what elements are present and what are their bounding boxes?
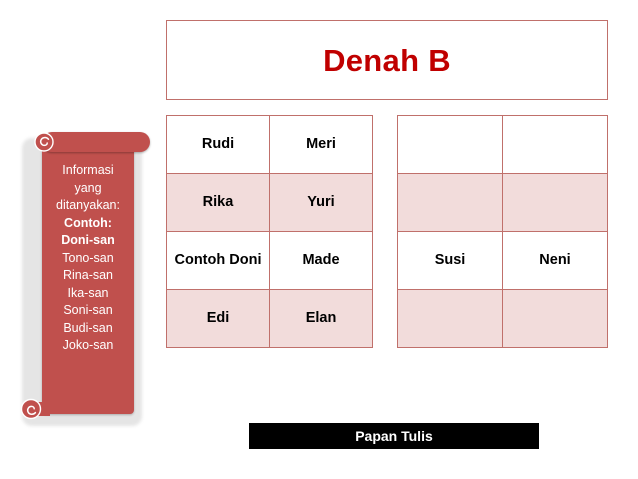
seat-cell[interactable]: Elan xyxy=(269,289,373,348)
scroll-line: Contoh: xyxy=(64,215,112,230)
seat-cell[interactable]: Meri xyxy=(269,115,373,174)
title-box: Denah B xyxy=(166,20,608,100)
seat-cell[interactable] xyxy=(397,173,503,232)
scroll-text-block: Informasi yang ditanyakan: Contoh: Doni-… xyxy=(42,162,134,355)
scroll-body xyxy=(42,138,134,414)
info-scroll-banner: Informasi yang ditanyakan: Contoh: Doni-… xyxy=(16,130,150,426)
scroll-line: Tono-san xyxy=(62,250,114,265)
seat-cell[interactable]: Made xyxy=(269,231,373,290)
table-row: Rika Yuri xyxy=(166,173,373,232)
scroll-line: yang xyxy=(74,180,102,195)
scroll-top-roll xyxy=(42,132,150,152)
page-title: Denah B xyxy=(323,42,451,78)
seat-cell[interactable]: Susi xyxy=(397,231,503,290)
scroll-line: Joko-san xyxy=(62,338,114,352)
table-row: Contoh Doni Made xyxy=(166,231,373,290)
scroll-line: ditanyakan: xyxy=(56,198,120,212)
table-row xyxy=(397,115,608,174)
table-row: Edi Elan xyxy=(166,289,373,348)
table-row xyxy=(397,289,608,348)
scroll-line: Informasi xyxy=(62,163,114,177)
seat-table-left: Rudi Meri Rika Yuri Contoh Doni Made Edi… xyxy=(166,115,373,348)
scroll-line: Soni-san xyxy=(63,303,113,317)
scroll-curl-top-icon xyxy=(34,132,54,152)
blackboard-label: Papan Tulis xyxy=(355,428,433,444)
seat-cell[interactable]: Neni xyxy=(502,231,608,290)
seat-cell[interactable]: Yuri xyxy=(269,173,373,232)
seat-cell[interactable] xyxy=(502,289,608,348)
scroll-curl-bottom-icon xyxy=(20,398,42,420)
seat-cell[interactable]: Rika xyxy=(166,173,270,232)
seat-cell[interactable]: Rudi xyxy=(166,115,270,174)
seat-cell[interactable]: Edi xyxy=(166,289,270,348)
seat-cell-contoh[interactable]: Contoh Doni xyxy=(166,231,270,290)
table-row xyxy=(397,173,608,232)
seat-table-right: Susi Neni xyxy=(397,115,608,348)
seat-cell[interactable] xyxy=(397,289,503,348)
table-row: Susi Neni xyxy=(397,231,608,290)
seat-cell[interactable] xyxy=(502,115,608,174)
blackboard-bar: Papan Tulis xyxy=(249,423,539,449)
scroll-line: Doni-san xyxy=(61,233,115,247)
seat-cell[interactable] xyxy=(397,115,503,174)
seat-cell[interactable] xyxy=(502,173,608,232)
table-row: Rudi Meri xyxy=(166,115,373,174)
scroll-line: Budi-san xyxy=(63,320,113,335)
scroll-line: Ika-san xyxy=(67,285,109,300)
scroll-line: Rina-san xyxy=(62,268,114,282)
